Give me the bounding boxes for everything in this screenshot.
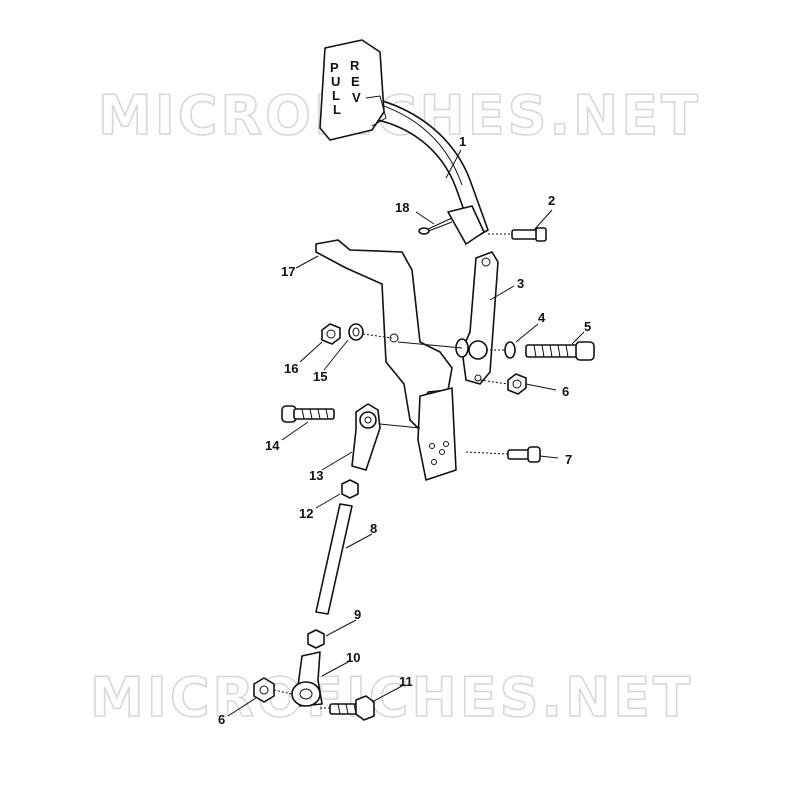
handle-label-text: P U L L R E V [330, 58, 361, 117]
hex-bolt [525, 341, 595, 361]
callout-2: 2 [548, 193, 555, 208]
callout-17: 17 [281, 264, 295, 279]
callout-7: 7 [565, 452, 572, 467]
lock-nut-upper [479, 373, 527, 395]
bracket-plate [417, 387, 457, 481]
reverse-pull-handle [319, 39, 489, 245]
svg-text:R: R [350, 58, 360, 73]
callout-9: 9 [354, 607, 361, 622]
callout-12: 12 [299, 506, 313, 521]
washer-left [348, 323, 393, 341]
lock-nut-left [321, 323, 341, 345]
watermark-bottom: MICROFICHES.NET [90, 666, 693, 729]
washer-right [486, 341, 516, 359]
callout-16: 16 [284, 361, 298, 376]
callout-15: 15 [313, 369, 327, 384]
mounting-bracket [315, 239, 469, 431]
callout-1: 1 [459, 134, 466, 149]
callout-5: 5 [584, 319, 591, 334]
jam-nut-upper [341, 479, 359, 499]
callout-18: 18 [395, 200, 409, 215]
svg-text:P: P [330, 60, 339, 75]
callout-labels: 1 2 3 4 5 6 7 8 9 10 11 12 13 14 15 16 1… [218, 134, 591, 727]
rod-end-lower [291, 651, 323, 707]
svg-text:L: L [332, 88, 340, 103]
callout-8: 8 [370, 521, 377, 536]
rod-end-upper [351, 403, 421, 471]
cotter-pin [418, 217, 453, 235]
callout-13: 13 [309, 468, 323, 483]
jam-nut-lower [307, 629, 325, 649]
svg-text:U: U [331, 74, 340, 89]
callout-4: 4 [538, 310, 546, 325]
callout-6-lower: 6 [218, 712, 225, 727]
callout-6: 6 [562, 384, 569, 399]
callout-3: 3 [517, 276, 524, 291]
callout-11: 11 [399, 674, 413, 689]
bolt-left [281, 405, 335, 423]
callout-10: 10 [346, 650, 360, 665]
callout-14: 14 [265, 438, 280, 453]
svg-text:V: V [352, 90, 361, 105]
bolt-lower [320, 695, 375, 721]
svg-text:E: E [351, 74, 360, 89]
connecting-rod [315, 503, 353, 615]
lock-nut-lower [253, 677, 293, 703]
svg-text:L: L [333, 102, 341, 117]
link-arm [461, 251, 499, 385]
callout-leaders [227, 149, 585, 717]
screw [465, 446, 541, 463]
clevis-pin [488, 227, 547, 242]
